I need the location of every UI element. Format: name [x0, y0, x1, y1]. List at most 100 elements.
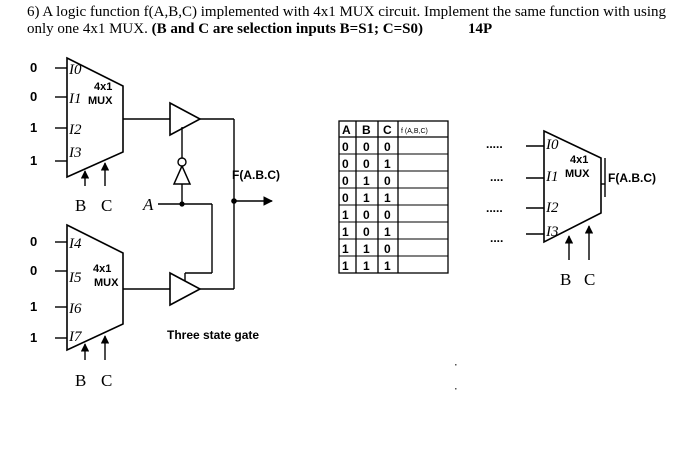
mux-bottom-input-3: 1 I7: [30, 329, 83, 345]
truth-table-cell: 1: [384, 191, 391, 205]
truth-table-cell: 0: [363, 225, 370, 239]
mux-top-input-value: 0: [30, 89, 37, 104]
answer-mux-label-1: 4x1: [570, 154, 588, 166]
truth-table-header: B: [362, 123, 371, 137]
mux-top-input-label: I0: [68, 62, 82, 78]
mux-top-label-2: MUX: [88, 95, 113, 107]
mux-bottom-input-label: I6: [68, 301, 82, 317]
truth-table-cell: 0: [363, 157, 370, 171]
answer-mux-blank: .....: [486, 137, 503, 151]
truth-table-cell: 0: [342, 157, 349, 171]
truth-table-cell: 1: [342, 259, 349, 273]
mux-top-input-value: 1: [30, 153, 37, 168]
truth-table-header: A: [342, 123, 351, 137]
answer-mux-input-label: I2: [545, 200, 559, 216]
answer-mux-label-2: MUX: [565, 168, 590, 180]
truth-table-cell: 1: [384, 225, 391, 239]
mux-top-body: [66, 56, 124, 179]
mux-top-label-1: 4x1: [94, 81, 112, 93]
answer-mux: 4x1 MUX ..... I0 .... I1 ..... I2 .... I…: [486, 129, 656, 289]
mux-bottom-label-2: MUX: [94, 277, 119, 289]
answer-mux-input-label: I0: [545, 137, 559, 153]
answer-mux-blank: ....: [490, 231, 503, 245]
output-label: F(A.B.C): [232, 168, 280, 182]
mux-top-input-3: 1 I3: [30, 145, 82, 168]
mux-bottom-input-label: I4: [68, 236, 82, 252]
answer-mux-input-1: .... I1: [490, 169, 559, 185]
mux-bottom-input-0: 0 I4: [30, 234, 82, 252]
mux-bottom-label-1: 4x1: [93, 263, 111, 275]
three-state-network: F(A.B.C) A Three state gate: [123, 101, 280, 342]
truth-table-header: f (A,B,C): [401, 128, 428, 135]
truth-table-cell: 1: [384, 259, 391, 273]
question-line-2: only one 4x1 MUX. (B and C are selection…: [27, 21, 687, 38]
answer-mux-select-c-label: C: [584, 270, 595, 289]
stray-mark: [455, 388, 457, 390]
truth-table-row: 0 1 0: [342, 174, 391, 188]
truth-table-cell: 0: [342, 140, 349, 154]
truth-table-cell: 0: [342, 191, 349, 205]
truth-table-header: C: [383, 123, 392, 137]
truth-table-border: [338, 120, 449, 274]
question-text: 6) A logic function f(A,B,C) implemented…: [27, 4, 687, 38]
truth-table-cell: 1: [342, 225, 349, 239]
stray-mark: [455, 364, 457, 366]
mux-top: 4x1 MUX 0 I0 0 I1 1 I2 1 I3: [30, 56, 124, 215]
truth-table-cell: 0: [384, 140, 391, 154]
truth-table-row: 0 0 1: [342, 157, 391, 171]
answer-mux-blank: .....: [486, 201, 503, 215]
question-line-1: 6) A logic function f(A,B,C) implemented…: [27, 4, 667, 20]
answer-mux-input-3: .... I3: [490, 224, 559, 245]
mux-bottom-input-label: I5: [68, 270, 82, 286]
truth-table-row: 1 1 0: [342, 242, 391, 256]
mux-bottom: 4x1 MUX 0 I4 0 I5 1 I6 1 I7: [30, 223, 124, 390]
truth-table-cell: 0: [342, 174, 349, 188]
truth-table-cell: 0: [363, 208, 370, 222]
answer-mux-blank: ....: [490, 170, 503, 184]
mux-bottom-input-value: 1: [30, 330, 37, 345]
truth-table-cell: 0: [363, 140, 370, 154]
answer-mux-select-b-label: B: [560, 270, 571, 289]
truth-table-row: 1 0 1: [342, 225, 391, 239]
answer-mux-input-label: I1: [545, 169, 559, 185]
signal-a-label: A: [142, 195, 154, 214]
mux-bottom-input-2: 1 I6: [30, 299, 82, 317]
mux-top-select-b-label: B: [75, 196, 86, 215]
truth-table-row: 0 0 0: [342, 140, 391, 154]
mux-top-input-1: 0 I1: [30, 89, 82, 107]
truth-table-row: 0 1 1: [342, 191, 391, 205]
answer-mux-input-0: ..... I0: [486, 137, 559, 153]
truth-table-row: 1 0 0: [342, 208, 391, 222]
truth-table-cell: 1: [363, 259, 370, 273]
truth-table: A B C f (A,B,C) 0 0 0 0 0 1 0 1 0 0 1: [338, 120, 449, 274]
question-points: 14P: [468, 21, 493, 37]
mux-top-input-value: 0: [30, 60, 37, 75]
answer-mux-body: [543, 129, 602, 244]
mux-bottom-input-label: I7: [68, 329, 83, 345]
truth-table-cell: 1: [342, 208, 349, 222]
answer-mux-input-2: ..... I2: [486, 200, 559, 216]
mux-top-input-0: 0 I0: [30, 60, 82, 78]
mux-top-input-label: I1: [68, 91, 82, 107]
three-state-gate-top: [169, 101, 202, 137]
truth-table-row: 1 1 1: [342, 259, 391, 273]
answer-mux-output-label: F(A.B.C): [608, 171, 656, 185]
question-line-2-plain: only one 4x1 MUX.: [27, 21, 152, 37]
question-selection-note: (B and C are selection inputs B=S1; C=S0…: [151, 21, 424, 37]
truth-table-cell: 1: [363, 174, 370, 188]
truth-table-cell: 0: [384, 242, 391, 256]
mux-top-input-label: I3: [68, 145, 82, 161]
truth-table-cell: 1: [363, 191, 370, 205]
mux-bottom-input-1: 0 I5: [30, 263, 82, 286]
mux-top-input-value: 1: [30, 120, 37, 135]
mux-bottom-select-b-label: B: [75, 371, 86, 390]
mux-top-select-c-label: C: [101, 196, 112, 215]
mux-top-input-2: 1 I2: [30, 120, 82, 138]
mux-top-input-label: I2: [68, 122, 82, 138]
three-state-gate-label: Three state gate: [167, 328, 259, 342]
mux-bottom-input-value: 0: [30, 234, 37, 249]
truth-table-cell: 1: [342, 242, 349, 256]
inverter-gate: [172, 164, 192, 185]
